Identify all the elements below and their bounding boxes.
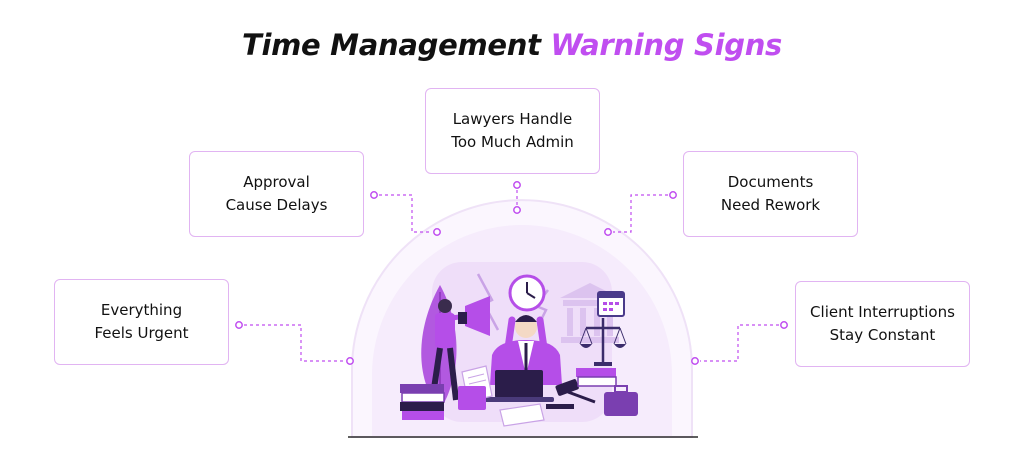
connector-upper-right bbox=[613, 194, 668, 233]
papers bbox=[461, 365, 545, 427]
sign-label-admin: Lawyers Handle Too Much Admin bbox=[451, 110, 574, 151]
connector-lower-right bbox=[700, 324, 779, 362]
sign-box-interruptions: Client Interruptions Stay Constant bbox=[795, 281, 970, 367]
scales-of-justice-icon bbox=[579, 318, 627, 366]
page-title: Time Management Warning Signs bbox=[0, 28, 1024, 62]
book-stack bbox=[400, 384, 445, 420]
laptop-icon bbox=[484, 370, 554, 402]
sign-box-approval: Approval Cause Delays bbox=[189, 151, 364, 237]
title-main: Time Management bbox=[241, 28, 541, 62]
stressed-lawyer-illustration bbox=[400, 273, 638, 427]
sign-label-urgent: Everything Feels Urgent bbox=[94, 301, 189, 342]
title-highlight: Warning Signs bbox=[550, 28, 783, 62]
sign-box-admin: Lawyers Handle Too Much Admin bbox=[425, 88, 600, 174]
clock-icon bbox=[508, 274, 546, 312]
connector-dots bbox=[235, 181, 788, 365]
connector-lower-left bbox=[244, 324, 345, 362]
sign-label-approval: Approval Cause Delays bbox=[225, 173, 328, 214]
gavel-icon bbox=[546, 379, 596, 409]
sign-box-documents: Documents Need Rework bbox=[683, 151, 858, 237]
sign-box-urgent: Everything Feels Urgent bbox=[54, 279, 229, 365]
calendar-icon bbox=[597, 291, 625, 317]
briefcase-icon bbox=[604, 385, 638, 416]
sign-label-interruptions: Client Interruptions Stay Constant bbox=[810, 303, 955, 344]
book-stack-right bbox=[576, 368, 617, 387]
connector-lines bbox=[244, 190, 779, 362]
connector-upper-left bbox=[379, 194, 432, 233]
folder-icon bbox=[458, 386, 486, 410]
sign-label-documents: Documents Need Rework bbox=[720, 173, 821, 214]
